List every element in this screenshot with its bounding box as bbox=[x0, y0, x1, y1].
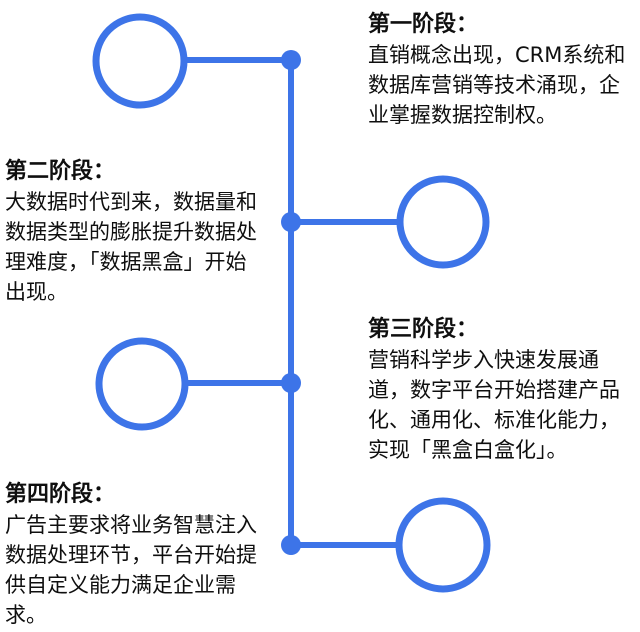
stage-1-heading: 第一阶段： bbox=[368, 12, 479, 37]
stage-4-node-circle bbox=[395, 497, 491, 593]
stage-2-junction-dot bbox=[281, 212, 301, 232]
stage-3-heading: 第三阶段： bbox=[368, 317, 479, 342]
stage-3-text-block: 第三阶段： 营销科学步入快速发展通道，数字平台开始搭建产品化、通用化、标准化能力… bbox=[368, 315, 628, 465]
stage-1-text-block: 第一阶段： 直销概念出现，CRM系统和数据库营销等技术涌现，企业掌握数据控制权。 bbox=[368, 10, 628, 130]
stage-4-text-block: 第四阶段： 广告主要求将业务智慧注入数据处理环节，平台开始提供自定义能力满足企业… bbox=[5, 480, 267, 630]
stage-1-junction-dot bbox=[281, 50, 301, 70]
stage-4-junction-dot bbox=[281, 535, 301, 555]
stage-1-node-circle bbox=[92, 13, 188, 109]
stage-3-junction-dot bbox=[281, 373, 301, 393]
stage-2-heading: 第二阶段： bbox=[5, 159, 116, 184]
stage-2-body: 大数据时代到来，数据量和数据类型的膨胀提升数据处理难度，「数据黑盒」开始出现。 bbox=[5, 190, 257, 304]
stage-4-heading: 第四阶段： bbox=[5, 482, 116, 507]
stage-3-body: 营销科学步入快速发展通道，数字平台开始搭建产品化、通用化、标准化能力，实现「黑盒… bbox=[368, 348, 620, 462]
stage-3-node-circle bbox=[95, 337, 189, 431]
stage-1-body: 直销概念出现，CRM系统和数据库营销等技术涌现，企业掌握数据控制权。 bbox=[368, 43, 626, 127]
stage-4-body: 广告主要求将业务智慧注入数据处理环节，平台开始提供自定义能力满足企业需求。 bbox=[5, 513, 257, 627]
stage-2-node-circle bbox=[396, 175, 490, 269]
stage-2-text-block: 第二阶段： 大数据时代到来，数据量和数据类型的膨胀提升数据处理难度，「数据黑盒」… bbox=[5, 157, 267, 307]
